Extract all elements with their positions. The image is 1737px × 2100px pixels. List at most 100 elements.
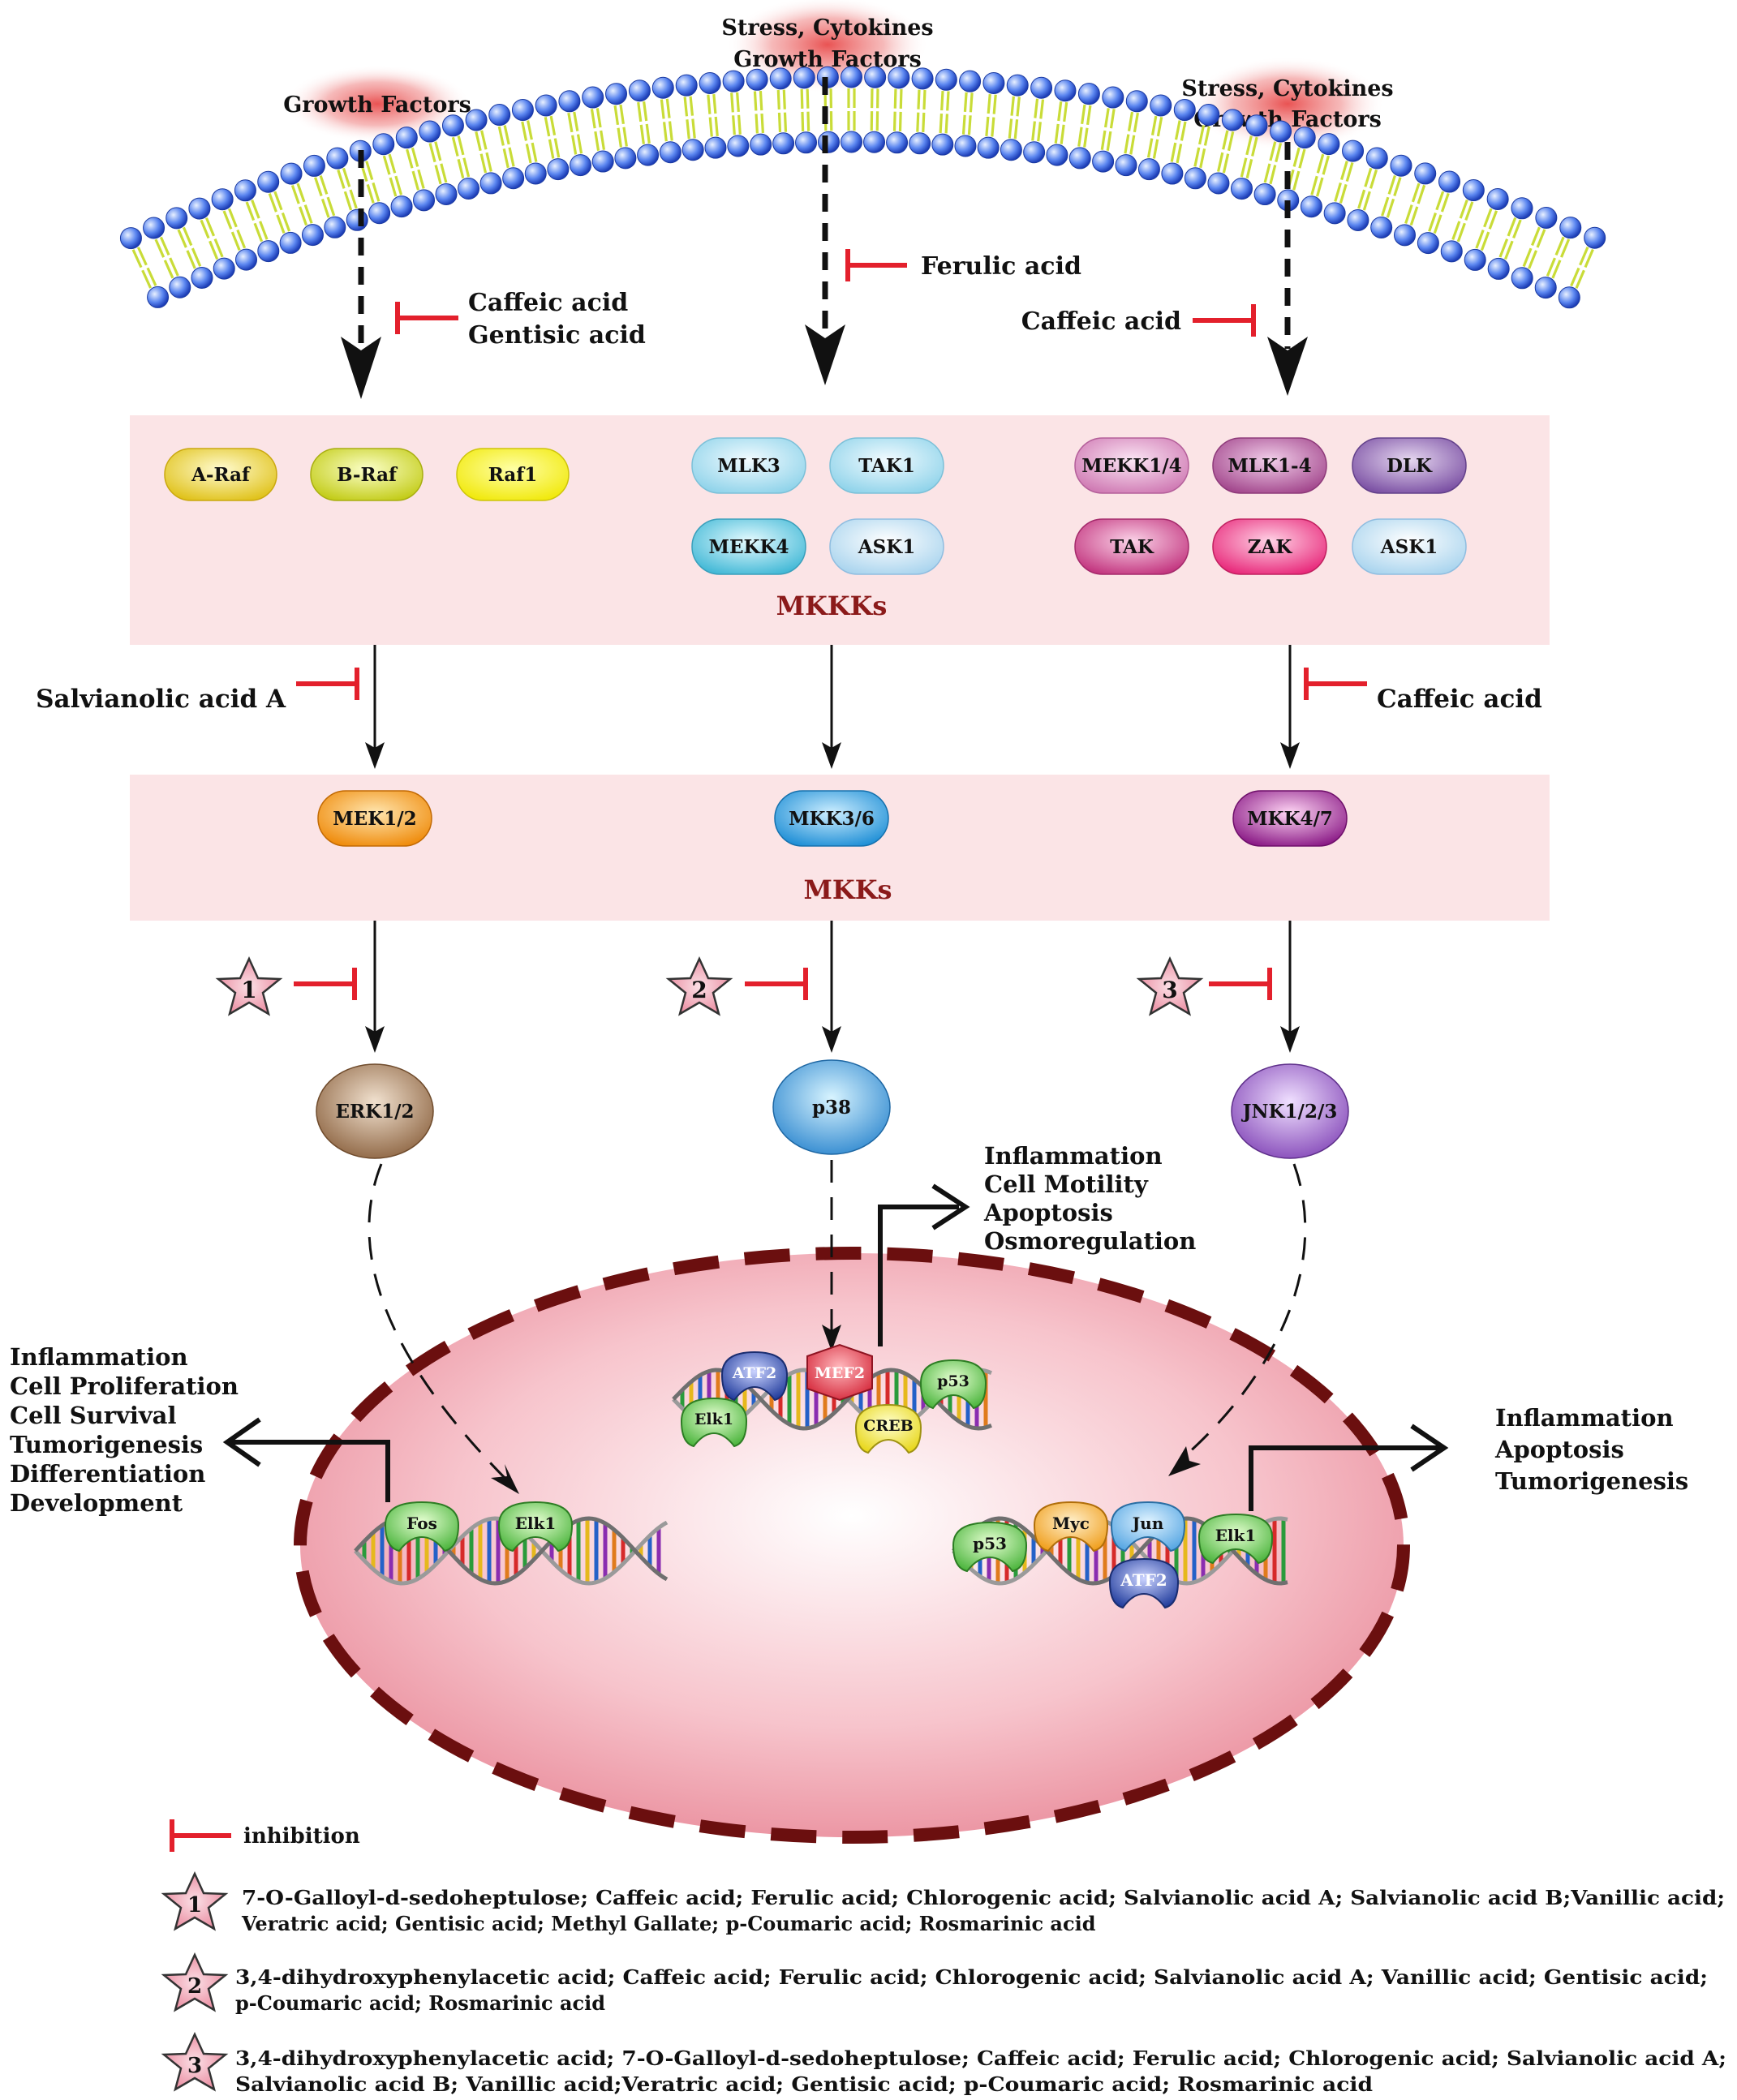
legend-entry-1-line-1: Veratric acid; Gentisic acid; Methyl Gal… [241,1912,1096,1935]
tf-elk1-jnk-label: Elk1 [1215,1526,1257,1545]
legend-entry-2-line-1: p-Coumaric acid; Rosmarinic acid [235,1991,605,2015]
signal-middle-line-0: Stress, Cytokines [721,15,933,41]
mkk-inhibitor-right: Caffeic acid [1304,668,1542,714]
inhibition-bar-icon [845,249,907,281]
inhibition-bar-icon [296,668,359,700]
star-badge-icon [161,1952,229,2012]
mkkk-ask1 [829,518,944,575]
mkkk-ask1-jnk-label: ASK1 [1380,536,1438,558]
mkk-mkk4-7-label: MKK4/7 [1247,808,1333,830]
mapk-erk1-2 [316,1063,434,1159]
inhibition-bar-icon [294,968,357,1000]
mapk-erk1-2-label: ERK1/2 [335,1101,414,1123]
membrane-inhibitor-middle: Ferulic acid [845,249,1081,281]
mkkk-b-raf [310,448,424,501]
signal-left-line-0: Growth Factors [283,92,471,118]
mkkk-to-mkk-arrows [373,645,1292,750]
membrane-inhibitor-middle-0: Ferulic acid [921,252,1081,281]
membrane-inhibitor-left: Caffeic acid Gentisic acid [395,289,646,350]
star-inhibitor-1: 1 [215,956,357,1016]
signal-right: Stress, Cytokines Growth Factors [1181,57,1394,151]
tf-mef2-label: MEF2 [815,1364,865,1382]
mapk-jnk1-2-3 [1231,1063,1349,1159]
mkkk-b-raf-label: B-Raf [337,464,398,486]
outcome-erk-5: Development [10,1489,183,1517]
mkkk-erk-branch: A-Raf B-Raf Raf1 [164,448,570,501]
membrane-inhibitor-right-0: Caffeic acid [1021,307,1181,336]
star-number-2: 2 [691,977,707,1003]
mkkk-ask1-label: ASK1 [858,536,915,558]
inhibition-bar-icon [1193,304,1256,337]
tf-fos-label: Fos [406,1514,437,1533]
legend-entry-2-line-0: 3,4-dihydroxyphenylacetic acid; Caffeic … [235,1965,1708,1989]
tf-p53-jnk-label: p53 [973,1534,1007,1553]
tf-p53-p38-label: p53 [937,1372,970,1390]
mkkk-dlk-label: DLK [1387,455,1433,477]
legend-entry-3: 3 3,4-dihydroxyphenylacetic acid; 7-O-Ga… [161,2031,1726,2096]
translocation-arrows [368,1160,1307,1486]
mkkk-dlk [1352,437,1467,494]
tf-jun-label: Jun [1131,1514,1164,1533]
tf-elk1-erk [497,1501,574,1552]
mkkk-raf1-label: Raf1 [488,464,537,486]
mkkk-a-raf-label: A-Raf [191,464,252,486]
mkkk-tak1 [829,437,944,494]
inhibition-bar-icon [395,302,458,334]
inhibition-bar-icon [170,1819,231,1852]
mkkk-mekk1-4-label: MEKK1/4 [1081,455,1181,477]
tf-fos [384,1501,460,1552]
mkkk-raf1 [456,448,570,501]
tf-p53-jnk [952,1521,1028,1573]
star-inhibitor-3: 3 [1136,956,1272,1016]
mkkk-mekk4 [691,518,806,575]
star-inhibitor-2: 2 [665,956,808,1016]
legend-star-1: 1 [187,1893,202,1917]
legend: inhibition 1 7-O-Galloyl-d-sedoheptulose… [161,1819,1726,2096]
mkk-to-mapk-arrows [373,921,1292,1034]
mkk-panel-label: MKKs [803,874,892,905]
tf-elk1-erk-label: Elk1 [515,1514,557,1533]
tf-elk1-jnk [1197,1513,1274,1565]
translocation-arrowheads [491,1325,1201,1494]
mkkk-tak-label: TAK [1110,536,1154,558]
tf-elk1-p38-label: Elk1 [694,1411,733,1428]
signal-arrows [358,77,1291,349]
star-number-3: 3 [1162,977,1177,1003]
legend-entry-1: 1 7-O-Galloyl-d-sedoheptulose; Caffeic a… [161,1870,1725,1935]
outcome-jnk-0: Inflammation [1495,1404,1674,1432]
outcome-jnk-1: Apoptosis [1494,1436,1624,1463]
tf-p53-p38 [919,1359,987,1410]
mkkk-mlk3 [691,437,806,494]
mkkk-tak [1074,518,1189,575]
mkkk-ask1-jnk [1352,518,1467,575]
tf-creb [854,1403,922,1454]
outcome-erk-1: Cell Proliferation [10,1372,239,1400]
mkk-items: MEK1/2 MKK3/6 MKK4/7 [317,790,1348,847]
legend-entry-3-line-1: Salvianolic acid B; Vanillic acid;Veratr… [235,2072,1373,2096]
output-arrows [231,1205,1440,1511]
mapk-jnk1-2-3-label: JNK1/2/3 [1241,1101,1338,1123]
mapk-nodes: ERK1/2 p38 JNK1/2/3 [316,1059,1349,1159]
inhibition-bar-icon [745,968,808,1000]
legend-entry-1-line-0: 7-O-Galloyl-d-sedoheptulose; Caffeic aci… [242,1886,1725,1909]
mkk-mek1-2-label: MEK1/2 [333,808,416,830]
output-arrowheads [222,1183,1449,1472]
signal-right-line-0: Stress, Cytokines [1181,76,1393,101]
mapk-p38-label: p38 [812,1097,851,1119]
legend-inhibition-label: inhibition [243,1824,360,1849]
tf-atf2-jnk-label: ATF2 [1120,1570,1167,1590]
nucleus [294,1247,1410,1844]
mkk-mek1-2 [317,790,432,847]
mkk-mkk4-7 [1232,790,1348,847]
outcome-p38-1: Cell Motility [984,1170,1149,1198]
mkkk-zak [1212,518,1327,575]
legend-star-2: 2 [187,1974,202,1999]
membrane-inhibitor-left-0: Caffeic acid [468,289,628,317]
outcome-jnk-2: Tumorigenesis [1495,1467,1688,1495]
outcome-p38-0: Inflammation [984,1142,1163,1170]
mkkk-p38-branch: MLK3 TAK1 MEKK4 ASK1 [691,437,944,575]
tf-jnk: p53 Myc Jun ATF2 Elk1 [952,1501,1274,1609]
inhibition-bar-icon [1304,668,1367,700]
star-badge-icon [665,956,733,1016]
